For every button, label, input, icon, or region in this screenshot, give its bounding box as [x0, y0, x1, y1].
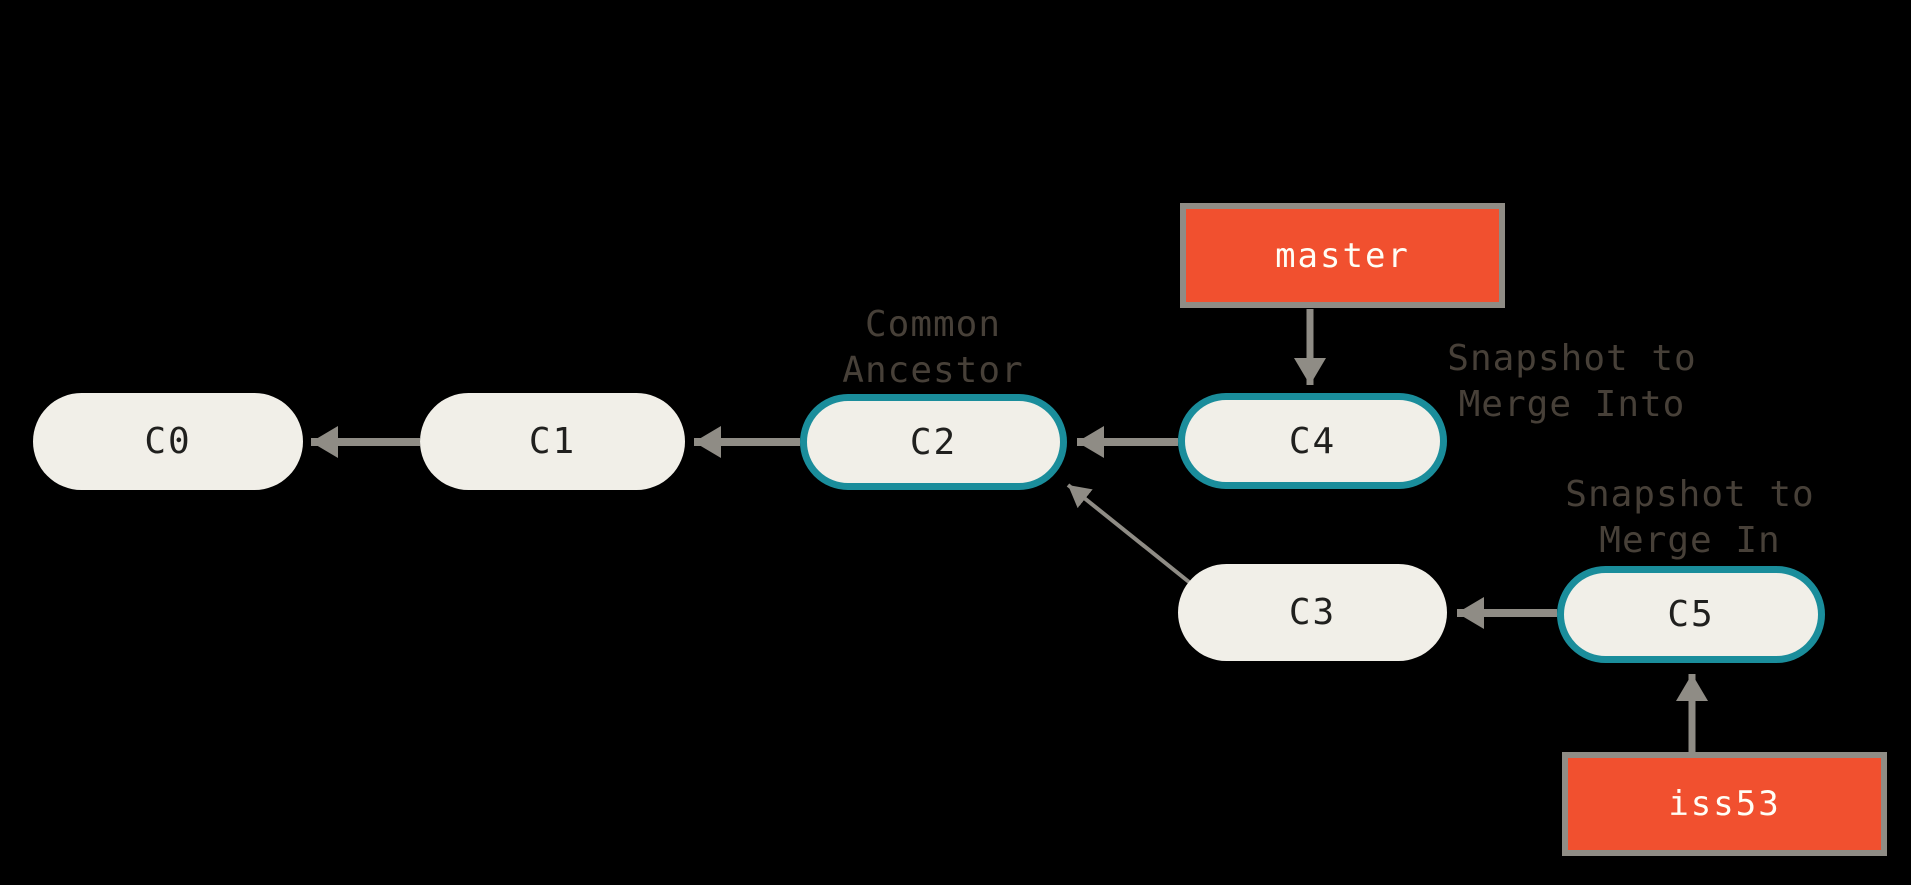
commit-node-c3: C3: [1178, 564, 1447, 661]
commit-label-c3: C3: [1288, 592, 1337, 633]
branch-box-master: master: [1180, 203, 1505, 308]
commit-node-c0: C0: [33, 393, 303, 490]
commit-node-c4: C4: [1178, 393, 1447, 489]
edge-c3-to-c2: [1066, 483, 1196, 588]
commit-label-c5: C5: [1667, 594, 1715, 635]
annotation-common-ancestor: Common Ancestor: [842, 304, 1024, 391]
commit-label-c1: C1: [528, 421, 577, 462]
branch-label-iss53: iss53: [1668, 784, 1781, 824]
commit-label-c0: C0: [144, 421, 192, 462]
branch-label-master: master: [1275, 235, 1410, 276]
branch-box-iss53: iss53: [1562, 752, 1887, 856]
commit-label-c4: C4: [1288, 420, 1337, 462]
annotation-snapshot-merge-in: Snapshot to Merge In: [1565, 474, 1815, 561]
commit-node-c2: C2: [800, 394, 1067, 490]
commit-node-c5: C5: [1557, 566, 1825, 663]
commit-node-c1: C1: [420, 393, 685, 490]
annotation-snapshot-merge-into: Snapshot to Merge Into: [1447, 338, 1697, 425]
commit-label-c2: C2: [909, 421, 958, 463]
